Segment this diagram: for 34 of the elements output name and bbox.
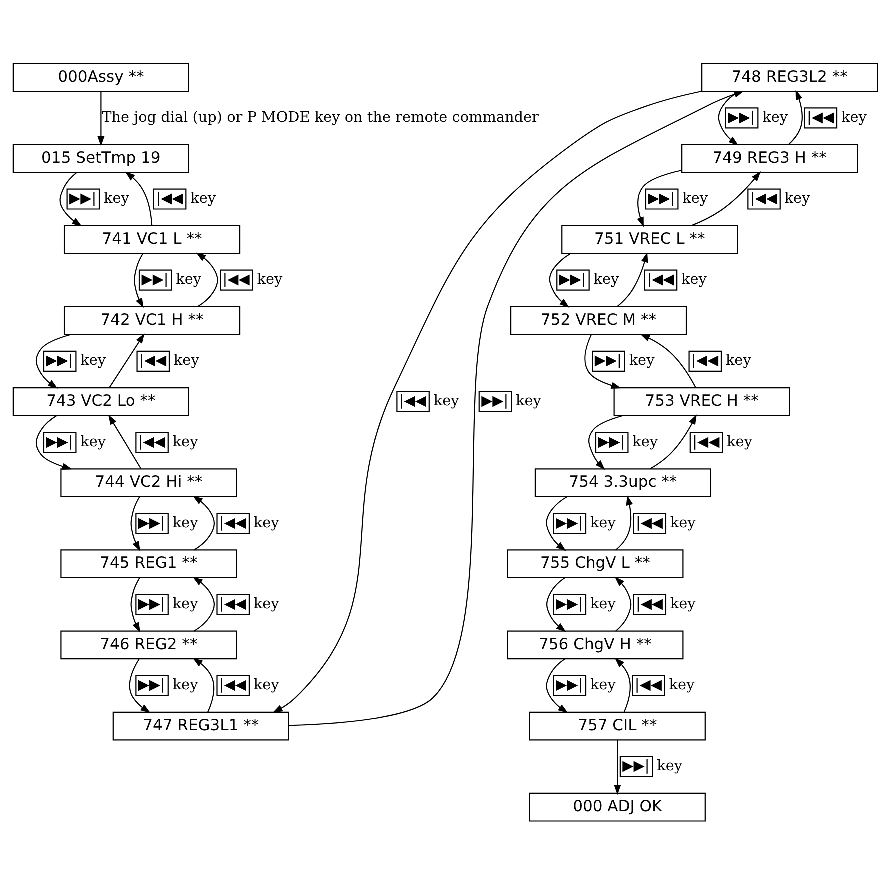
edge-label: |◀◀ key [398, 393, 459, 410]
edge-label: ▶▶| key [598, 434, 658, 450]
edge-label: ▶▶| key [558, 272, 619, 288]
edge-label: ▶▶| key [46, 434, 106, 450]
edge-label: |◀◀ key [635, 596, 696, 612]
edge-label: |◀◀ key [218, 596, 279, 612]
edge-label: |◀◀ key [635, 514, 696, 531]
edge-label: ▶▶| key [728, 109, 788, 126]
edge-label: |◀◀ key [218, 677, 279, 694]
edge-label: ▶▶| key [622, 758, 682, 774]
edge-label: |◀◀ key [222, 272, 282, 288]
edge-label: |◀◀ key [750, 190, 810, 207]
edge-label: ▶▶| key [594, 352, 654, 369]
edge-label: ▶▶| key [648, 190, 708, 207]
edge-label: |◀◀ key [646, 272, 706, 288]
edge-label: ▶▶| key [556, 514, 616, 531]
edge-label: |◀◀ key [806, 109, 866, 126]
edge-label: ▶▶| key [556, 677, 616, 694]
edge-label: |◀◀ key [692, 434, 752, 450]
edge-label: |◀◀ key [139, 352, 199, 369]
edge-label: ▶▶| key [46, 352, 106, 369]
edge-label: The jog dial (up) or P MODE key on the remote commander [102, 109, 538, 126]
edge-label: ▶▶| key [138, 514, 198, 531]
edge-label: |◀◀ key [218, 514, 279, 531]
edge-label: |◀◀ key [138, 434, 198, 450]
edge-label: ▶▶| key [138, 596, 198, 612]
edge-label: ▶▶| key [556, 596, 616, 612]
edge-label: ▶▶| key [138, 677, 198, 694]
edge-label: |◀◀ key [634, 677, 694, 694]
edge-label: |◀◀ key [691, 352, 751, 369]
edge-label: ▶▶| key [69, 190, 129, 207]
edge-label: ▶▶| key [141, 272, 202, 288]
edge-label: ▶▶| key [481, 393, 541, 410]
edge-label: |◀◀ key [156, 190, 216, 207]
